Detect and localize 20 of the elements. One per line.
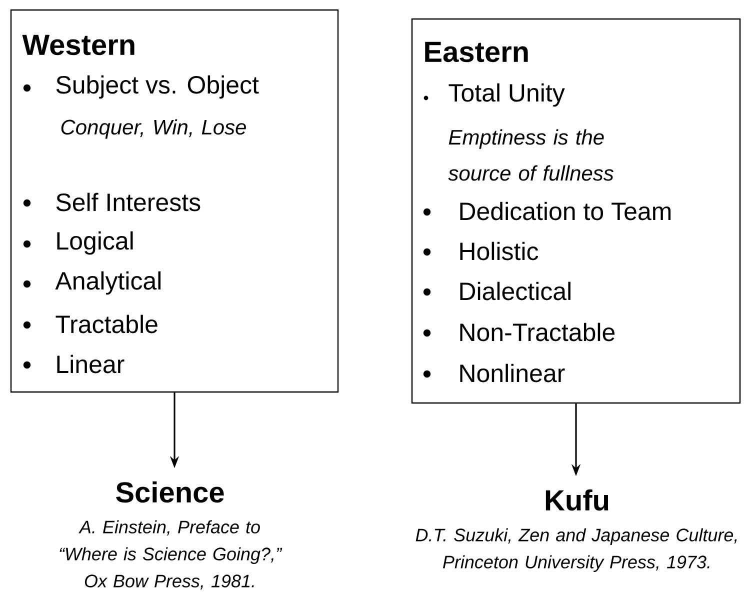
list-item: Dialectical — [423, 282, 570, 300]
list-item: Self Interests — [23, 192, 200, 212]
list-item: Nonlinear — [423, 364, 565, 382]
citation: A. Einstein, Preface to “Where is Science Going?,” Ox Bow Press, 1981. — [60, 520, 282, 590]
result-heading: Science — [116, 481, 224, 503]
list-item: Total Unity — [424, 83, 565, 107]
list-item: Holistic — [423, 242, 538, 260]
list-item: Dedication to Team — [423, 202, 671, 220]
list-item: Subject vs. Object — [23, 75, 259, 99]
citation: D.T. Suzuki, Zen and Japanese Culture, Princeton University Press, 1973. — [416, 528, 737, 572]
list-item: Logical — [23, 231, 133, 255]
box-heading: Western — [22, 34, 134, 56]
list-item: Linear — [23, 354, 124, 374]
note-text: Conquer, Win, Lose — [61, 119, 246, 139]
note-text: Emptiness is the source of fullness — [448, 129, 614, 181]
box-heading: Eastern — [425, 42, 528, 62]
result-heading: Kufu — [546, 489, 608, 511]
list-item: Tractable — [23, 314, 158, 334]
list-item: Non-Tractable — [423, 322, 615, 342]
list-item: Analytical — [23, 271, 161, 295]
